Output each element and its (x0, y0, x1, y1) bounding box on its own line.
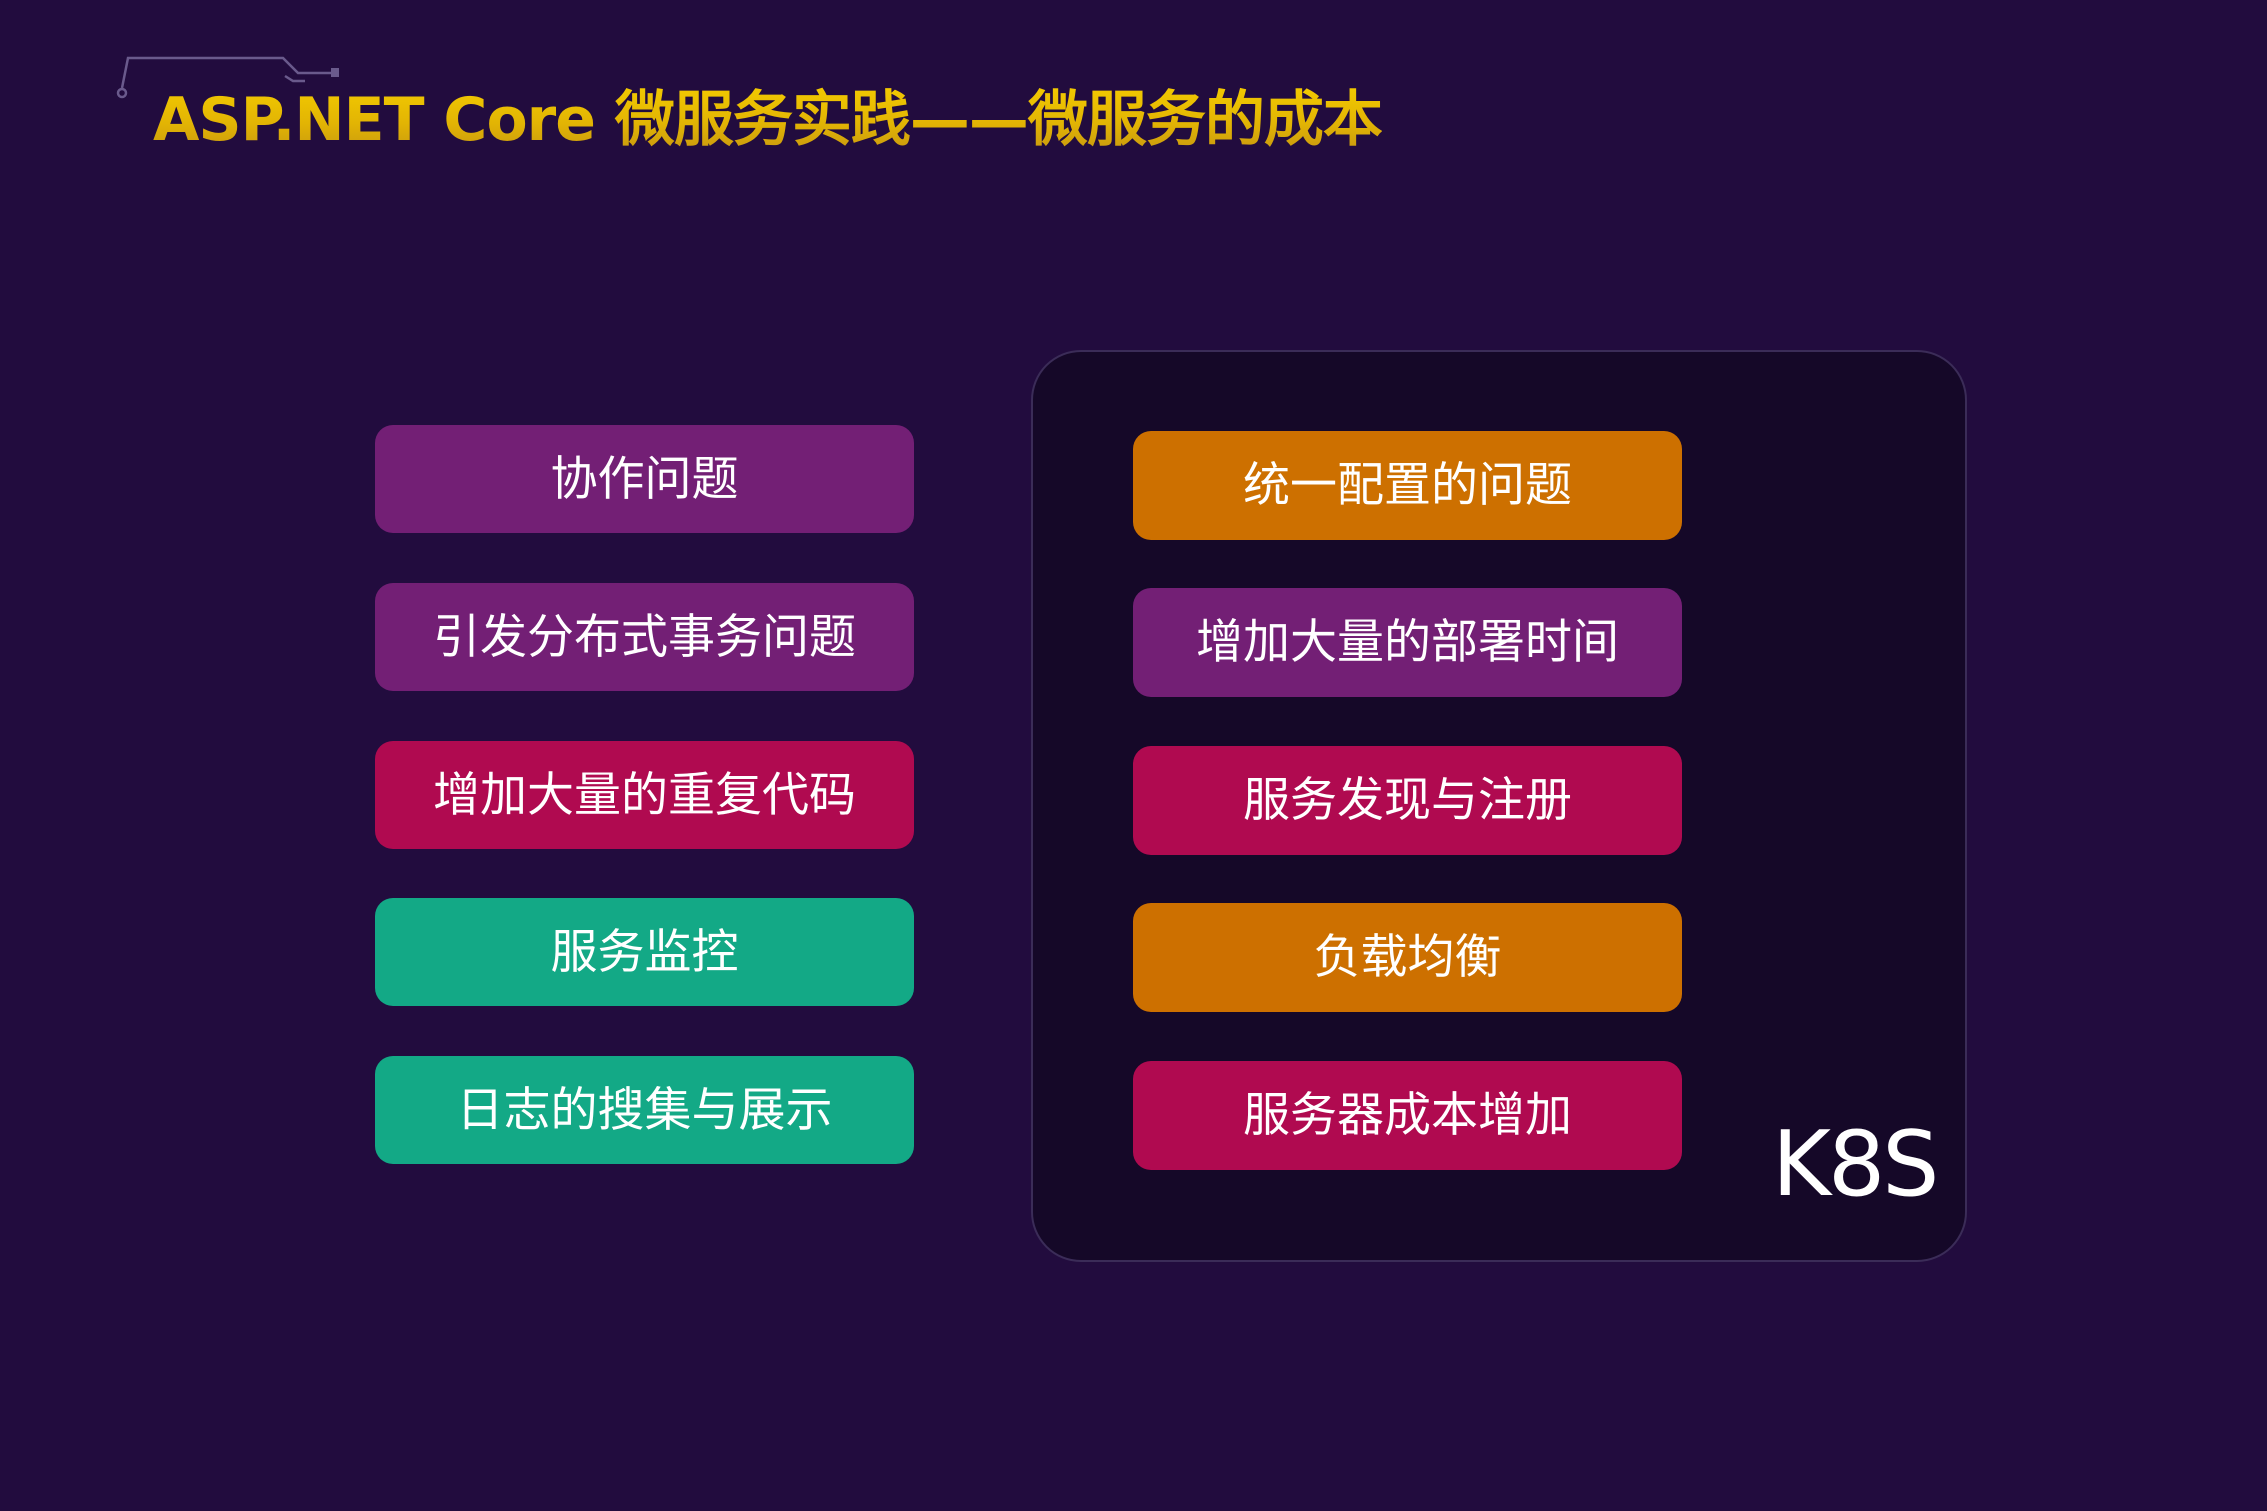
k8s-label: K8S (1772, 1112, 1939, 1217)
cost-item-label: 协作问题 (550, 451, 739, 507)
k8s-item-deployment-time[interactable]: 增加大量的部署时间 (1133, 588, 1682, 697)
cost-item-label: 增加大量的重复代码 (433, 767, 856, 823)
cost-item-label: 服务监控 (550, 924, 739, 980)
k8s-item-unified-config[interactable]: 统一配置的问题 (1133, 431, 1682, 540)
k8s-item-load-balancing[interactable]: 负载均衡 (1133, 903, 1682, 1012)
k8s-item-server-cost[interactable]: 服务器成本增加 (1133, 1061, 1682, 1170)
k8s-item-label: 服务发现与注册 (1243, 773, 1572, 828)
cost-item-distributed-transactions[interactable]: 引发分布式事务问题 (375, 583, 914, 691)
k8s-item-label: 服务器成本增加 (1243, 1088, 1572, 1143)
cost-item-service-monitoring[interactable]: 服务监控 (375, 898, 914, 1006)
k8s-item-service-discovery[interactable]: 服务发现与注册 (1133, 746, 1682, 855)
cost-item-label: 日志的搜集与展示 (456, 1082, 833, 1138)
k8s-item-label: 统一配置的问题 (1243, 458, 1572, 513)
slide-title: ASP.NET Core 微服务实践——微服务的成本 (153, 82, 1383, 158)
cost-item-duplicate-code[interactable]: 增加大量的重复代码 (375, 741, 914, 849)
cost-item-collaboration[interactable]: 协作问题 (375, 425, 914, 533)
circuit-decoration-icon (116, 56, 339, 99)
cost-item-label: 引发分布式事务问题 (433, 609, 856, 665)
k8s-item-label: 增加大量的部署时间 (1196, 615, 1619, 670)
k8s-item-label: 负载均衡 (1313, 930, 1502, 985)
cost-item-log-collection[interactable]: 日志的搜集与展示 (375, 1056, 914, 1164)
